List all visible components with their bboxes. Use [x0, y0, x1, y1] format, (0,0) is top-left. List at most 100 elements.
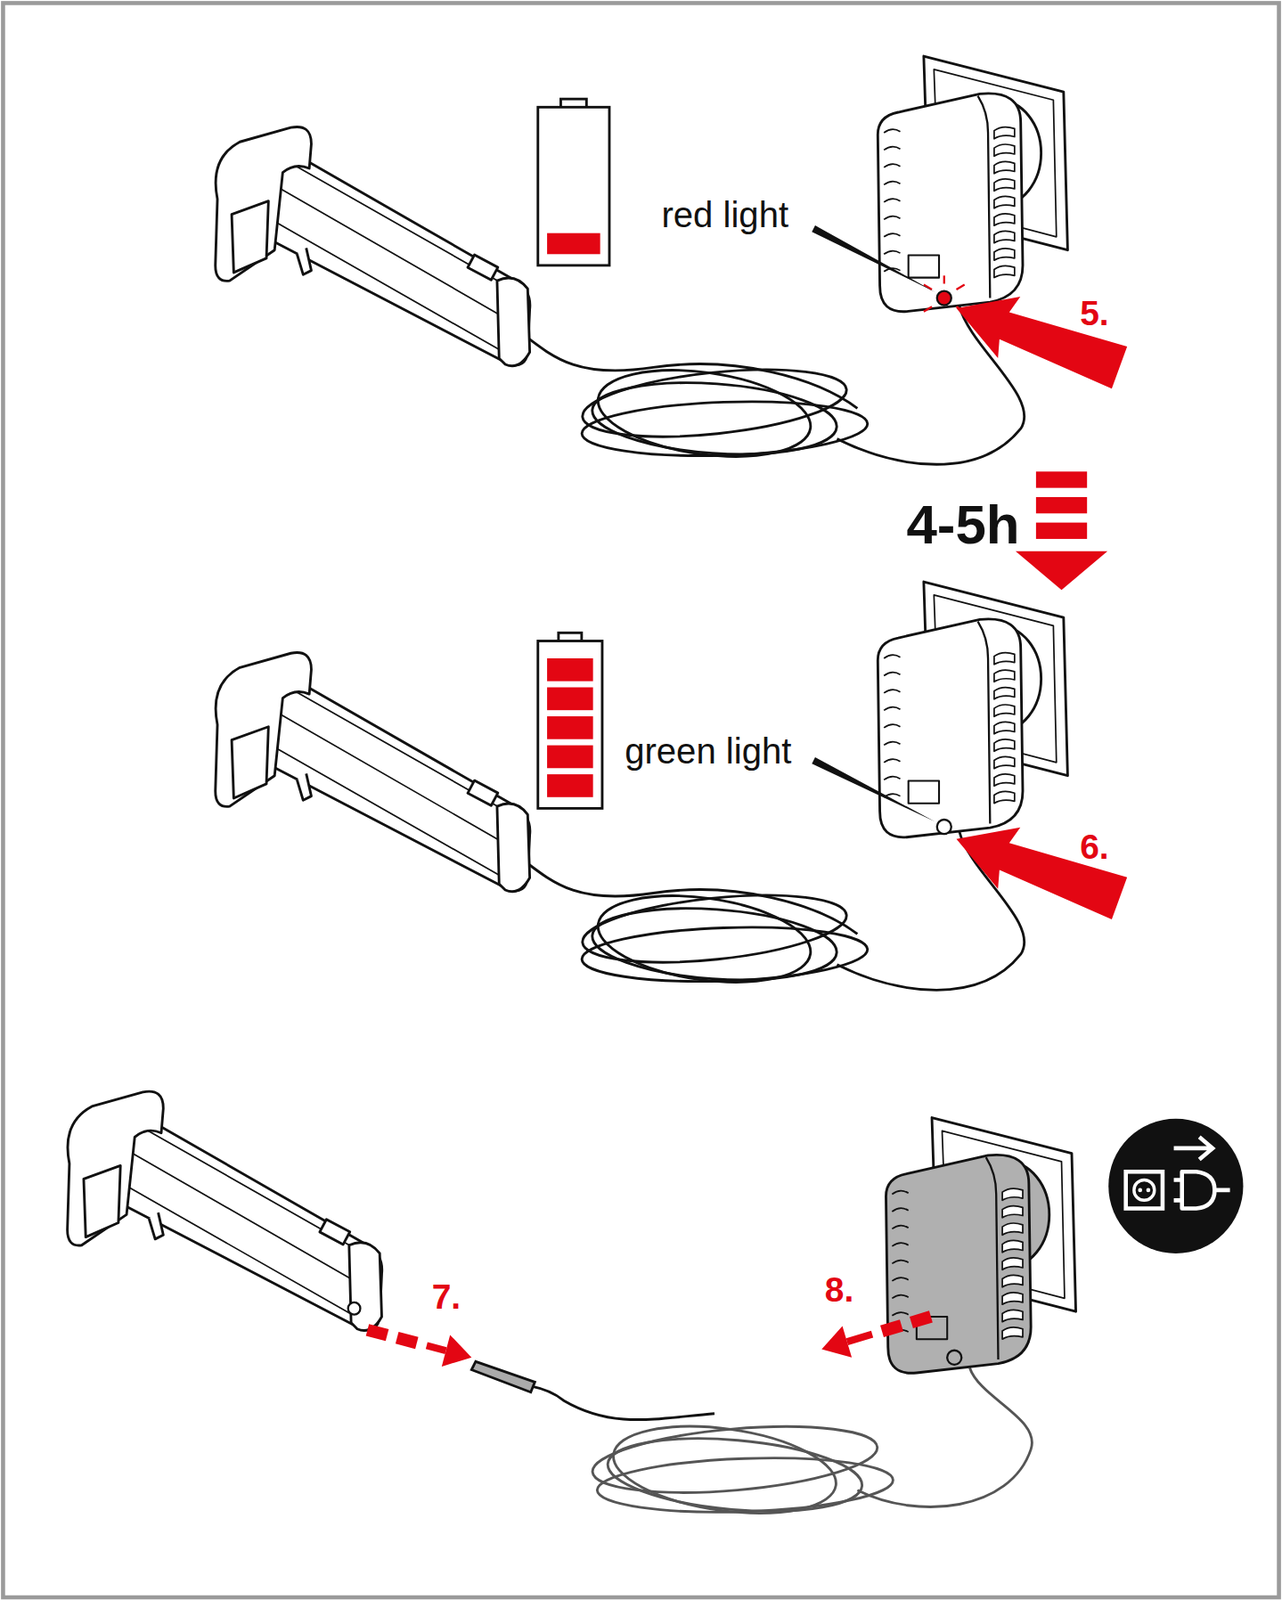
- duration-label: 4-5h: [906, 496, 1020, 552]
- illustration-part: [1108, 1118, 1243, 1254]
- pointer-arrow: [956, 296, 1128, 389]
- vent-slot: [1002, 1223, 1023, 1235]
- cable-loop: [596, 1453, 894, 1517]
- vent-slot: [891, 1208, 908, 1212]
- callout-text: red light: [661, 196, 789, 233]
- vent-slot: [994, 653, 1015, 665]
- vent-slot: [883, 654, 900, 659]
- vent-slot: [883, 233, 900, 237]
- battery-cap: [67, 1091, 164, 1246]
- battery-clip: [231, 201, 269, 273]
- vent-slot: [994, 265, 1015, 278]
- illustration-part: [319, 1219, 351, 1245]
- leader-line: [811, 225, 935, 293]
- illustration-part: [1174, 1136, 1214, 1160]
- charger: [885, 1118, 1076, 1374]
- vent-slot: [883, 724, 900, 728]
- battery-cap: [215, 652, 312, 807]
- vent-slot: [883, 707, 900, 711]
- charge-bar: [547, 658, 594, 682]
- illustration-part: [978, 96, 991, 299]
- vent-slot: [994, 739, 1015, 752]
- battery-body: [270, 146, 531, 366]
- vent-slot: [994, 721, 1015, 734]
- illustration-part: [978, 621, 991, 825]
- vent-slot: [994, 791, 1015, 803]
- step-number: 7.: [432, 1279, 461, 1315]
- vent-slot: [891, 1242, 908, 1247]
- cable-plug: [471, 1361, 535, 1392]
- illustration-part: [274, 163, 515, 354]
- vent-slot: [994, 127, 1015, 139]
- vent-slot: [994, 179, 1015, 191]
- vent-slot: [1002, 1240, 1023, 1252]
- unplug-icon: [1108, 1118, 1243, 1254]
- illustration-part: [441, 1334, 472, 1366]
- cable-lead: [510, 324, 858, 409]
- time-arrow: [1036, 522, 1087, 539]
- cable: [510, 306, 1025, 469]
- charger: [877, 56, 1068, 312]
- charge-bar: [547, 687, 594, 711]
- vent-slot: [994, 704, 1015, 717]
- illustration-part: [847, 1334, 873, 1342]
- vent-slot: [883, 129, 900, 133]
- charge-bar: [547, 745, 594, 769]
- battery-cap: [215, 126, 312, 281]
- led-red: [937, 291, 952, 306]
- vent-slot: [994, 669, 1015, 682]
- vent-slot: [883, 198, 900, 203]
- illustration-part: [367, 1330, 387, 1336]
- direction-arrow: [821, 1316, 931, 1358]
- step-number: 8.: [824, 1272, 854, 1307]
- illustration-part: [426, 1345, 447, 1351]
- charge-bar: [547, 774, 594, 798]
- vent-slot: [994, 774, 1015, 786]
- vent-slot: [883, 672, 900, 677]
- vent-slot: [994, 144, 1015, 156]
- cable-loop: [580, 397, 869, 461]
- vent-slot: [883, 163, 900, 168]
- vent-slot: [1002, 1274, 1023, 1287]
- battery-clip: [83, 1165, 121, 1237]
- illustration-part: [467, 780, 499, 806]
- battery-latch: [296, 773, 311, 801]
- illustration-part: [467, 254, 499, 280]
- vent-slot: [1002, 1257, 1023, 1270]
- vent-slot: [1002, 1188, 1023, 1201]
- vent-slot: [883, 759, 900, 763]
- illustration-part: [1137, 1188, 1143, 1193]
- vent-slot: [883, 776, 900, 781]
- vent-slot: [883, 689, 900, 694]
- charger-body: [877, 93, 1023, 312]
- battery-level-icon: [538, 632, 603, 809]
- vent-slot: [891, 1277, 908, 1282]
- illustration-part: [126, 1127, 368, 1319]
- callout-text: green light: [624, 733, 792, 769]
- battery-pack: [215, 126, 531, 366]
- vent-slot: [1002, 1292, 1023, 1305]
- cable: [510, 832, 1025, 995]
- cable-lead: [857, 1367, 1032, 1507]
- time-arrow: [1036, 471, 1087, 488]
- rating-plate: [908, 780, 940, 803]
- vent-slot: [891, 1191, 908, 1195]
- illustration-part: [538, 640, 603, 809]
- rating-plate: [908, 254, 940, 278]
- vent-slot: [883, 742, 900, 746]
- battery-pack: [67, 1091, 383, 1331]
- charge-socket: [348, 1302, 361, 1315]
- vent-slot: [883, 216, 900, 221]
- led-green: [937, 819, 952, 834]
- battery-end: [497, 277, 531, 367]
- time-arrow: [1036, 497, 1087, 514]
- vent-slot: [891, 1260, 908, 1265]
- illustration-part: [538, 106, 610, 266]
- leader-line: [811, 757, 935, 822]
- illustration-part: [1174, 1171, 1231, 1209]
- battery-end: [497, 803, 531, 892]
- cable-loop: [607, 1413, 842, 1527]
- vent-slot: [994, 248, 1015, 261]
